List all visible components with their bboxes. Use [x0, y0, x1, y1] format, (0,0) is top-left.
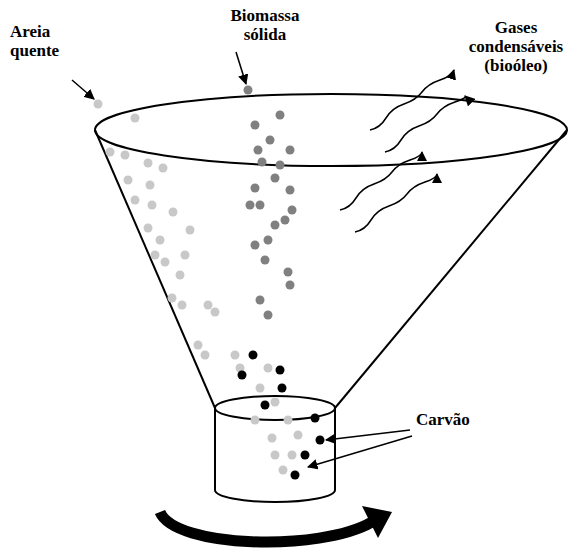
sand-particle: [268, 434, 277, 443]
leader-line: [326, 430, 410, 440]
biomass-particle: [284, 268, 293, 277]
sand-particle: [186, 226, 195, 235]
biomass-particle: [246, 201, 255, 210]
cylinder-wall: [214, 408, 216, 490]
sand-particle: [168, 294, 177, 303]
sand-particle: [294, 431, 303, 440]
leader-line: [236, 52, 246, 84]
biomass-particle: [264, 236, 273, 245]
biomass-particle: [261, 256, 270, 265]
sand-particle: [211, 308, 220, 317]
biomass-particle: [251, 121, 260, 130]
char-particle: [238, 371, 247, 380]
leader-line: [308, 436, 412, 467]
vapor-arrow: [340, 152, 422, 210]
sand-particle: [279, 466, 288, 475]
biomass-particle: [251, 241, 260, 250]
char-particle: [311, 414, 320, 423]
biomass-particle: [286, 146, 295, 155]
sand-particle: [144, 224, 153, 233]
biomass-particle: [276, 161, 285, 170]
sand-particle: [251, 416, 260, 425]
sand-particle: [151, 251, 160, 260]
biomass-particle: [254, 146, 263, 155]
rotation-arrow: [160, 512, 372, 542]
biomass-particle: [266, 136, 275, 145]
char-particle: [278, 384, 287, 393]
sand-particle: [201, 351, 210, 360]
sand-particle: [204, 301, 213, 310]
biomass-particle: [271, 221, 280, 230]
char-label: Carvão: [416, 410, 496, 429]
sand-particle: [144, 159, 153, 168]
sand-particle: [256, 384, 265, 393]
sand-particle: [264, 364, 273, 373]
cylinder-wall: [334, 408, 336, 490]
sand-particle: [271, 398, 280, 407]
sand-particle: [159, 164, 168, 173]
sand-particle: [231, 351, 240, 360]
char-particle: [291, 471, 300, 480]
sand-label: Areia quente: [10, 22, 72, 60]
sand-particle: [284, 416, 293, 425]
sand-particle: [271, 451, 280, 460]
sand-particle: [156, 236, 165, 245]
sand-particle: [131, 196, 140, 205]
biomass-particle: [244, 86, 253, 95]
sand-particle: [94, 100, 103, 109]
biomass-label: Biomassa sólida: [215, 6, 315, 44]
biomass-particle: [264, 311, 273, 320]
cone-rim: [95, 94, 567, 166]
vapor-arrow: [355, 174, 437, 232]
leader-line: [72, 80, 94, 99]
sand-particle: [124, 176, 133, 185]
char-particle: [316, 436, 325, 445]
rotation-arrowhead: [362, 506, 392, 538]
sand-particle: [176, 271, 185, 280]
biomass-particle: [288, 206, 297, 215]
biomass-particle: [258, 158, 267, 167]
sand-particle: [161, 258, 170, 267]
biomass-particle: [286, 281, 295, 290]
char-particle: [261, 401, 270, 410]
cylinder-bottom: [215, 490, 335, 502]
biomass-particle: [286, 186, 295, 195]
char-particle: [301, 451, 310, 460]
sand-particle: [194, 341, 203, 350]
sand-particle: [288, 451, 297, 460]
vapor-label: Gases condensáveis (bioóleo): [462, 18, 570, 75]
sand-particle: [121, 151, 130, 160]
cone-wall: [335, 130, 567, 408]
sand-particle: [106, 148, 115, 157]
vapor-arrow: [370, 70, 454, 130]
biomass-particle: [271, 174, 280, 183]
biomass-particle: [256, 296, 265, 305]
sand-particle: [178, 301, 187, 310]
cone-wall: [95, 130, 215, 408]
vapor-arrow: [385, 96, 465, 152]
sand-particle: [131, 114, 140, 123]
char-particle: [276, 366, 285, 375]
sand-particle: [148, 201, 157, 210]
biomass-particle: [251, 184, 260, 193]
biomass-particle: [256, 201, 265, 210]
sand-particle: [169, 208, 178, 217]
biomass-particle: [281, 216, 290, 225]
biomass-particle: [276, 111, 285, 120]
sand-particle: [181, 251, 190, 260]
char-particle: [249, 351, 258, 360]
sand-particle: [146, 181, 155, 190]
